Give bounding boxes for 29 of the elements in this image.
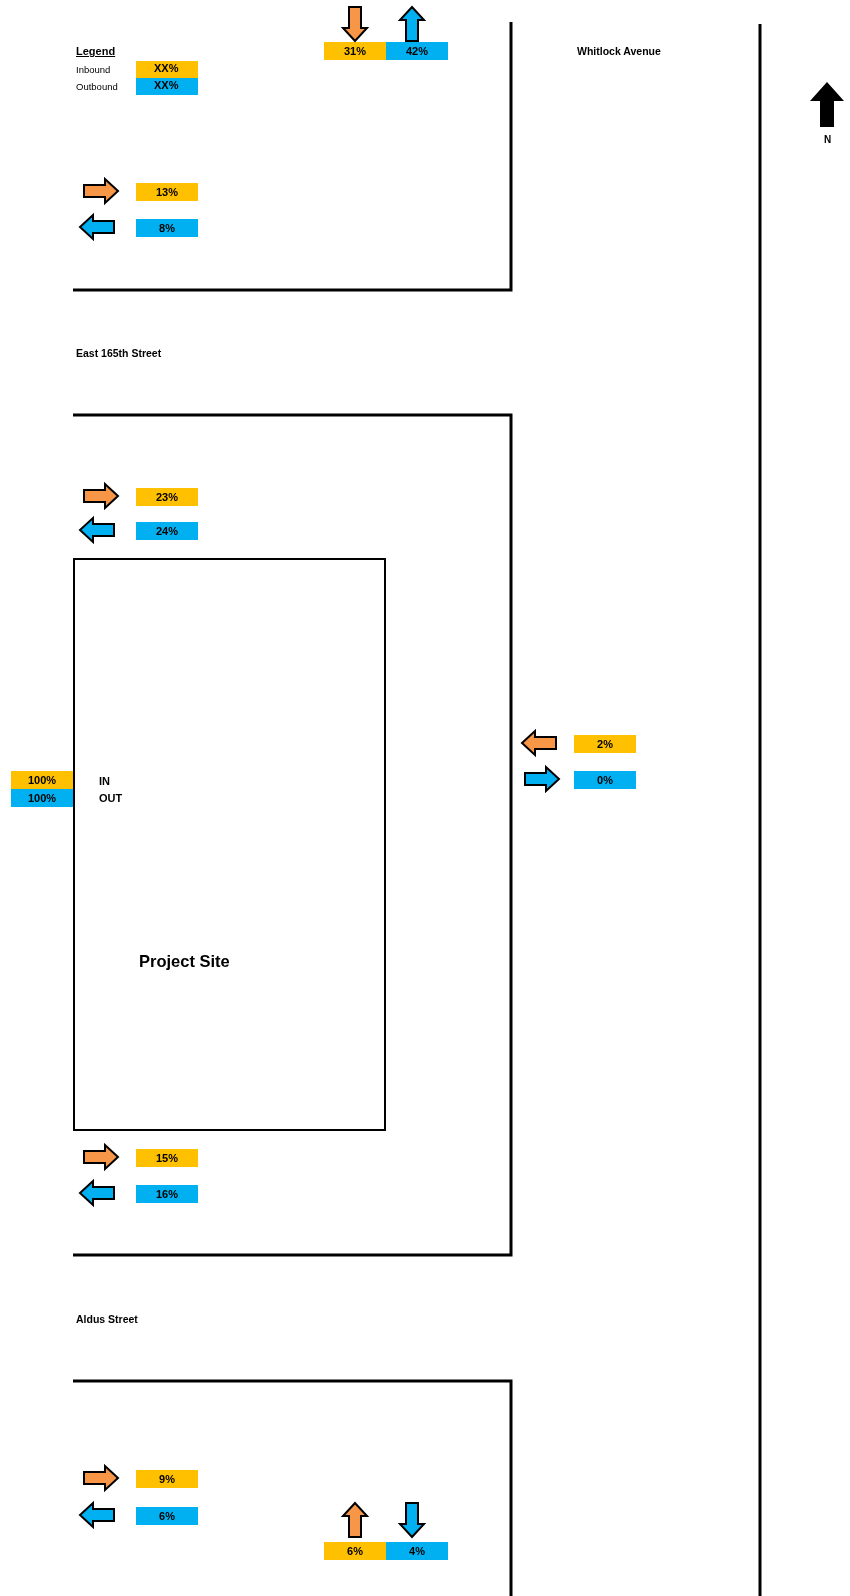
percentage-box: 100% [11, 771, 73, 789]
site-label: IN [99, 775, 110, 787]
percentage-box: 0% [574, 771, 636, 789]
street-name: Aldus Street [76, 1313, 138, 1325]
percentage-box: 23% [136, 488, 198, 506]
percentage-box: 100% [11, 789, 73, 807]
percentage-box: 16% [136, 1185, 198, 1203]
project-site-box [73, 558, 386, 1131]
north-label: N [824, 134, 832, 145]
percentage-box: 24% [136, 522, 198, 540]
percentage-box: 15% [136, 1149, 198, 1167]
percentage-box: 13% [136, 183, 198, 201]
percentage-box: 42% [386, 42, 448, 60]
street-name: East 165th Street [76, 347, 162, 359]
percentage-box: 2% [574, 735, 636, 753]
street-name: Whitlock Avenue [577, 45, 661, 57]
percentage-box: 8% [136, 219, 198, 237]
legend-sample-text: XX% [154, 62, 179, 74]
legend-label: Outbound [76, 81, 118, 92]
percentage-box: 6% [324, 1542, 386, 1560]
legend-heading: Legend [76, 45, 116, 57]
legend-sample-text: XX% [154, 79, 179, 91]
percentage-box: 9% [136, 1470, 198, 1488]
site-label: OUT [99, 792, 123, 804]
legend-label: Inbound [76, 64, 111, 75]
percentage-box: 31% [324, 42, 386, 60]
percentage-box: 6% [136, 1507, 198, 1525]
site-label: Project Site [139, 952, 230, 971]
percentage-box: 4% [386, 1542, 448, 1560]
